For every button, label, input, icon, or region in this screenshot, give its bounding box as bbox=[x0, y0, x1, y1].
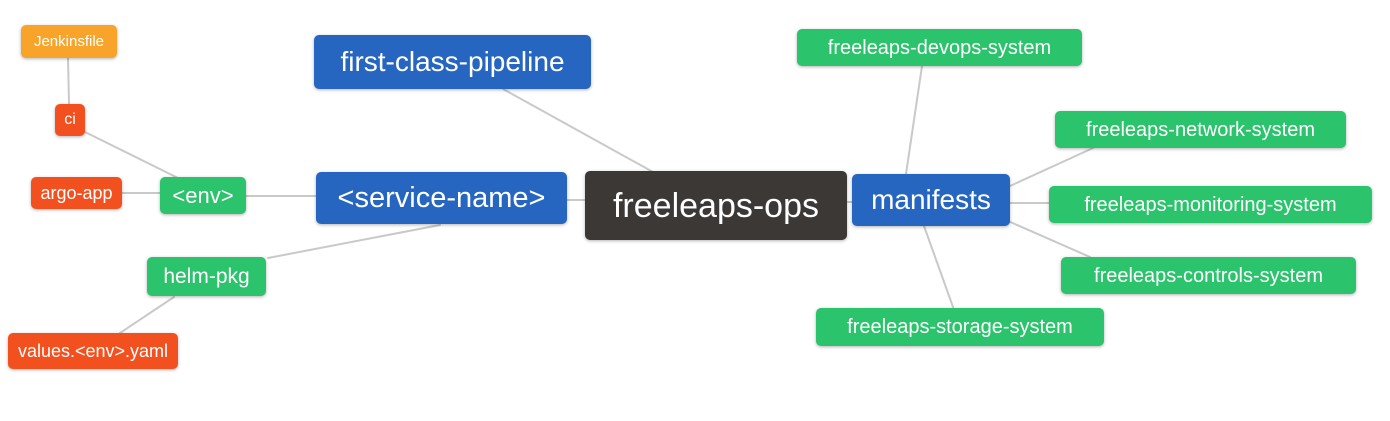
node-freeleaps-storage-system[interactable]: freeleaps-storage-system bbox=[816, 308, 1104, 346]
node-label-helm-pkg: helm-pkg bbox=[163, 265, 250, 288]
edge-manifests--freeleaps-network-system bbox=[1009, 147, 1094, 187]
node-env[interactable]: <env> bbox=[160, 177, 246, 214]
node-argo-app[interactable]: argo-app bbox=[31, 177, 122, 209]
node-label-manifests: manifests bbox=[871, 184, 991, 215]
node-label-freeleaps-devops-system: freeleaps-devops-system bbox=[827, 36, 1052, 59]
node-freeleaps-devops-system[interactable]: freeleaps-devops-system bbox=[797, 29, 1082, 66]
node-freeleaps-ops[interactable]: freeleaps-ops bbox=[585, 171, 847, 240]
edge-manifests--freeleaps-storage-system bbox=[923, 225, 954, 308]
node-label-freeleaps-network-system: freeleaps-network-system bbox=[1086, 118, 1315, 141]
edge-jenkinsfile--ci bbox=[67, 57, 70, 105]
node-label-freeleaps-controls-system: freeleaps-controls-system bbox=[1094, 264, 1323, 287]
node-values-env-yaml[interactable]: values.<env>.yaml bbox=[8, 333, 178, 369]
node-label-argo-app: argo-app bbox=[40, 183, 113, 203]
node-label-freeleaps-monitoring-system: freeleaps-monitoring-system bbox=[1084, 193, 1337, 216]
node-manifests[interactable]: manifests bbox=[852, 174, 1010, 226]
node-freeleaps-monitoring-system[interactable]: freeleaps-monitoring-system bbox=[1049, 186, 1372, 223]
edge-manifests--freeleaps-devops-system bbox=[905, 65, 923, 175]
node-ci[interactable]: ci bbox=[55, 104, 85, 136]
node-label-freeleaps-storage-system: freeleaps-storage-system bbox=[847, 316, 1073, 338]
node-freeleaps-network-system[interactable]: freeleaps-network-system bbox=[1055, 111, 1346, 148]
node-label-service-name: <service-name> bbox=[337, 181, 546, 214]
node-label-first-class-pipeline: first-class-pipeline bbox=[340, 46, 565, 77]
edge-first-class-pipeline--freeleaps-ops bbox=[502, 88, 654, 173]
node-jenkinsfile[interactable]: Jenkinsfile bbox=[21, 25, 117, 58]
node-label-ci: ci bbox=[64, 111, 76, 128]
node-freeleaps-controls-system[interactable]: freeleaps-controls-system bbox=[1061, 257, 1356, 294]
node-service-name[interactable]: <service-name> bbox=[316, 172, 567, 224]
node-first-class-pipeline[interactable]: first-class-pipeline bbox=[314, 35, 591, 89]
edge-ci--env bbox=[84, 131, 179, 179]
edge-helm-pkg--values-env-yaml bbox=[119, 296, 175, 334]
node-label-env: <env> bbox=[172, 182, 234, 208]
node-helm-pkg[interactable]: helm-pkg bbox=[147, 257, 266, 296]
edge-service-name--helm-pkg bbox=[267, 224, 441, 259]
node-label-freeleaps-ops: freeleaps-ops bbox=[612, 186, 819, 225]
node-label-values-env-yaml: values.<env>.yaml bbox=[17, 341, 169, 361]
node-label-jenkinsfile: Jenkinsfile bbox=[33, 33, 105, 50]
edge-manifests--freeleaps-controls-system bbox=[1007, 220, 1091, 258]
